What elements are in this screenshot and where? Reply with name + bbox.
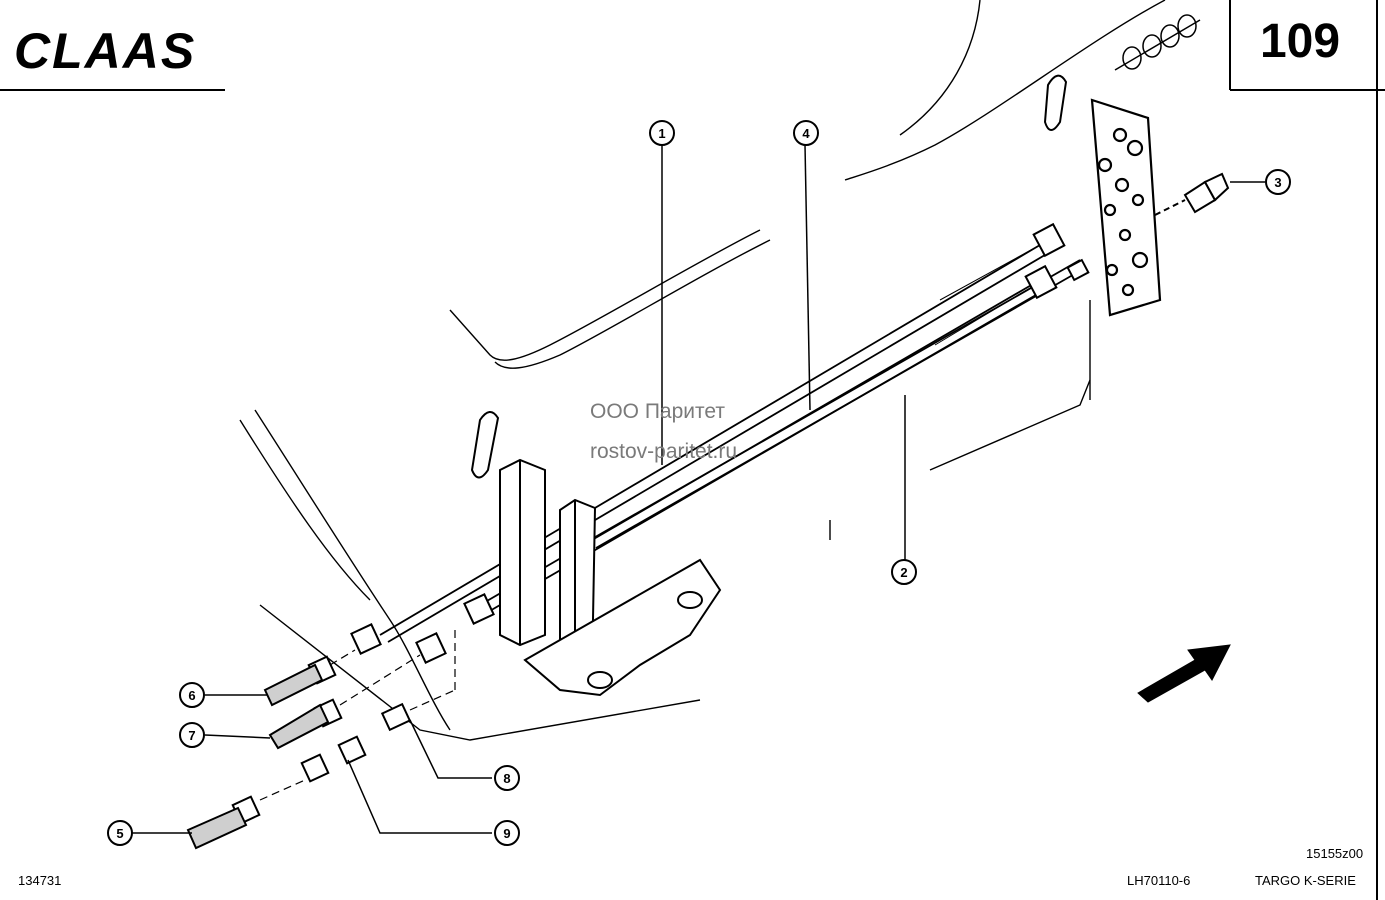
callout-4: 4: [793, 120, 819, 146]
page-number: 109: [1259, 15, 1341, 68]
mounting-plate: [1090, 98, 1162, 317]
leader-lines: [132, 144, 1265, 834]
callout-5: 5: [107, 820, 133, 846]
sheet-code: LH70110-6: [1127, 873, 1191, 888]
callout-6: 6: [179, 682, 205, 708]
watermark-url: rostov-paritet.ru: [590, 440, 738, 463]
svg-text:5: 5: [116, 826, 123, 841]
clamps: [499, 458, 722, 697]
callout-3: 3: [1265, 169, 1291, 195]
svg-text:9: 9: [503, 826, 510, 841]
catalog-number: 134731: [18, 873, 62, 888]
model-name: TARGO K-SERIE: [1255, 873, 1356, 888]
svg-text:8: 8: [503, 771, 510, 786]
callout-7: 7: [179, 722, 205, 748]
drawing-code: 15155z00: [1306, 846, 1364, 861]
callout-8: 8: [494, 765, 520, 791]
machine-outline: [239, 0, 1166, 741]
right-fittings: [1024, 222, 1090, 300]
slots: [470, 74, 1068, 479]
left-fittings: [231, 593, 495, 825]
callout-2: 2: [891, 559, 917, 585]
svg-text:4: 4: [802, 126, 810, 141]
svg-text:6: 6: [188, 688, 195, 703]
brand-text: CLAAS: [14, 23, 196, 79]
svg-text:2: 2: [900, 565, 907, 580]
hose-ends: [186, 663, 330, 850]
dashed-links: [259, 625, 456, 801]
callout-9: 9: [494, 820, 520, 846]
plate-hint: [1114, 14, 1201, 71]
direction-arrow: [1137, 644, 1231, 703]
watermark-company: ООО Паритет: [590, 400, 726, 423]
callout-1: 1: [649, 120, 675, 146]
svg-text:3: 3: [1274, 175, 1281, 190]
fitting-3: [1154, 172, 1230, 216]
svg-text:1: 1: [658, 126, 665, 141]
hoses: [379, 244, 1086, 643]
claas-logo: CLAAS: [14, 23, 196, 79]
callouts: 1 4 3 2 6 7 8 5 9: [107, 120, 1291, 846]
svg-text:7: 7: [188, 728, 195, 743]
